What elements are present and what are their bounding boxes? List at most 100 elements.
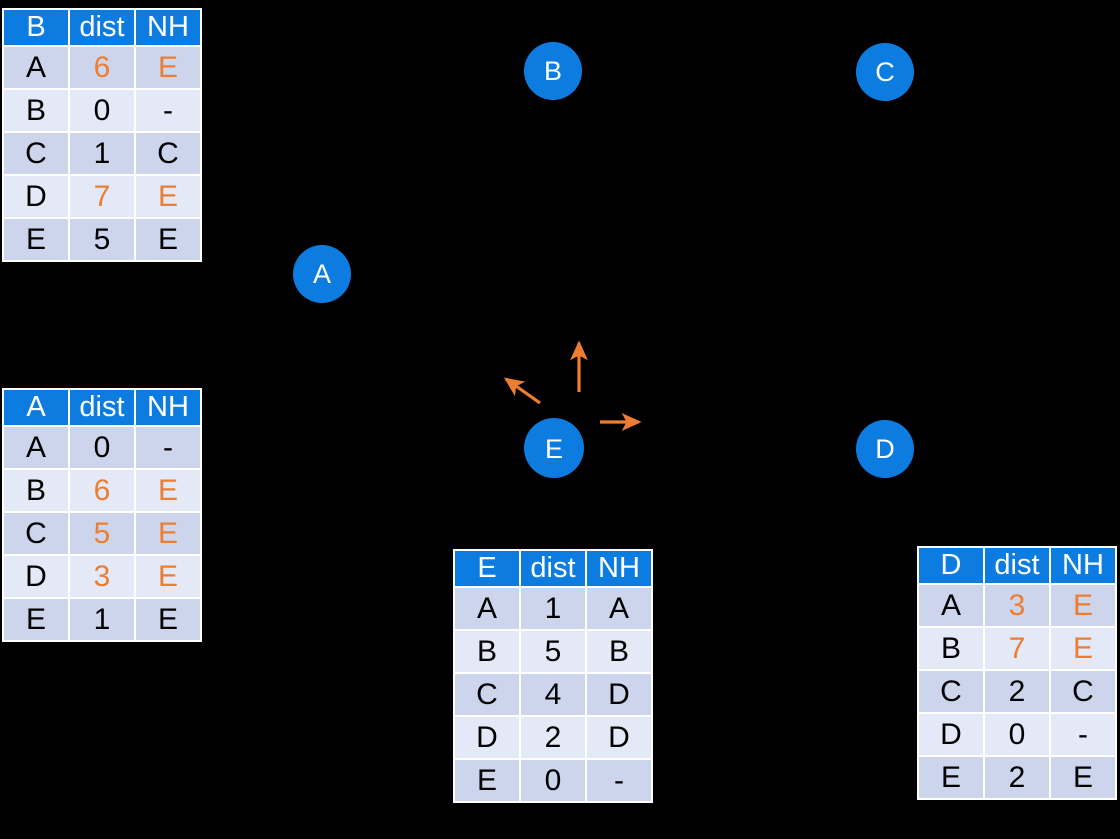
cell-dest: D <box>455 717 519 758</box>
cell-nh: - <box>1051 714 1115 755</box>
cell-dest: E <box>455 760 519 801</box>
cell-nh: E <box>136 176 200 217</box>
cell-dist: 5 <box>70 513 134 554</box>
cell-dist: 0 <box>985 714 1049 755</box>
table-row: B 6 E <box>4 470 200 511</box>
graph-node-b-label: B <box>543 55 562 86</box>
table-D-header-row: D dist NH <box>919 548 1115 583</box>
cell-nh: E <box>136 599 200 640</box>
graph-node-a-label: A <box>312 258 331 289</box>
cell-dist: 1 <box>70 599 134 640</box>
cell-dest: C <box>919 671 983 712</box>
graph-node-e <box>524 418 584 478</box>
cell-dest: B <box>919 628 983 669</box>
cell-dist: 6 <box>70 47 134 88</box>
table-row: C 4 D <box>455 674 651 715</box>
cell-dist: 6 <box>70 470 134 511</box>
table-D: D dist NH A 3 E B 7 E C 2 C D <box>917 546 1117 800</box>
cell-dest: D <box>919 714 983 755</box>
cell-dest: D <box>4 176 68 217</box>
table-B: B dist NH A 6 E B 0 - C 1 C D <box>2 8 202 262</box>
table-row: A 6 E <box>4 47 200 88</box>
cell-dist: 0 <box>70 90 134 131</box>
table-row: E 0 - <box>455 760 651 801</box>
cell-dest: B <box>4 470 68 511</box>
cell-dest: A <box>455 588 519 629</box>
table-row: C 5 E <box>4 513 200 554</box>
cell-nh: - <box>136 90 200 131</box>
cell-nh: - <box>136 427 200 468</box>
cell-dist: 3 <box>985 585 1049 626</box>
table-B-header-node: B <box>4 10 68 45</box>
cell-dist: 7 <box>70 176 134 217</box>
arrow-e-to-a-icon <box>503 377 541 405</box>
graph-node-b: B <box>524 42 582 100</box>
cell-nh: C <box>136 133 200 174</box>
table-row: A 3 E <box>919 585 1115 626</box>
cell-dest: E <box>4 219 68 260</box>
table-row: E 5 E <box>4 219 200 260</box>
cell-nh: E <box>1051 757 1115 798</box>
table-E-header-row: E dist NH <box>455 551 651 586</box>
cell-dist: 1 <box>70 133 134 174</box>
cell-dest: A <box>4 47 68 88</box>
cell-dest: B <box>455 631 519 672</box>
graph-node-e-label: E <box>545 434 563 464</box>
graph-node-c-label: C <box>875 56 895 87</box>
table-A-header-node: A <box>4 390 68 425</box>
cell-dist: 5 <box>521 631 585 672</box>
cell-dest: C <box>4 133 68 174</box>
table-row: D 7 E <box>4 176 200 217</box>
table-row: A 0 - <box>4 427 200 468</box>
cell-dest: B <box>4 90 68 131</box>
cell-dist: 4 <box>521 674 585 715</box>
table-row: C 2 C <box>919 671 1115 712</box>
cell-nh: E <box>136 556 200 597</box>
table-row: A 1 A <box>455 588 651 629</box>
cell-nh: - <box>587 760 651 801</box>
cell-nh: E <box>136 219 200 260</box>
table-B-header-row: B dist NH <box>4 10 200 45</box>
graph-node-c: C <box>856 43 914 101</box>
cell-dist: 2 <box>985 671 1049 712</box>
cell-nh: B <box>587 631 651 672</box>
table-row: B 7 E <box>919 628 1115 669</box>
table-D-header-dist: dist <box>985 548 1049 583</box>
table-E-header-node: E <box>455 551 519 586</box>
table-E: E dist NH A 1 A B 5 B C 4 D D <box>453 549 653 803</box>
cell-dist: 1 <box>521 588 585 629</box>
cell-nh: C <box>1051 671 1115 712</box>
cell-dist: 0 <box>521 760 585 801</box>
cell-nh: D <box>587 674 651 715</box>
table-row: B 5 B <box>455 631 651 672</box>
table-A-header-dist: dist <box>70 390 134 425</box>
table-A: A dist NH A 0 - B 6 E C 5 E D <box>2 388 202 642</box>
cell-dest: E <box>919 757 983 798</box>
table-E-header-dist: dist <box>521 551 585 586</box>
cell-dist: 7 <box>985 628 1049 669</box>
cell-dest: A <box>919 585 983 626</box>
graph-node-a: A <box>293 245 351 303</box>
cell-dest: A <box>4 427 68 468</box>
cell-dist: 5 <box>70 219 134 260</box>
table-row: D 3 E <box>4 556 200 597</box>
table-D-header-nh: NH <box>1051 548 1115 583</box>
cell-dest: C <box>455 674 519 715</box>
cell-nh: E <box>136 47 200 88</box>
cell-dest: C <box>4 513 68 554</box>
table-row: D 2 D <box>455 717 651 758</box>
table-row: E 1 E <box>4 599 200 640</box>
cell-nh: A <box>587 588 651 629</box>
table-B-header-nh: NH <box>136 10 200 45</box>
cell-dist: 0 <box>70 427 134 468</box>
graph-node-d-label: D <box>875 433 895 464</box>
cell-dest: E <box>4 599 68 640</box>
table-row: E 2 E <box>919 757 1115 798</box>
table-A-header-nh: NH <box>136 390 200 425</box>
cell-nh: E <box>1051 628 1115 669</box>
table-D-header-node: D <box>919 548 983 583</box>
table-E-header-nh: NH <box>587 551 651 586</box>
cell-dist: 3 <box>70 556 134 597</box>
cell-nh: E <box>136 470 200 511</box>
